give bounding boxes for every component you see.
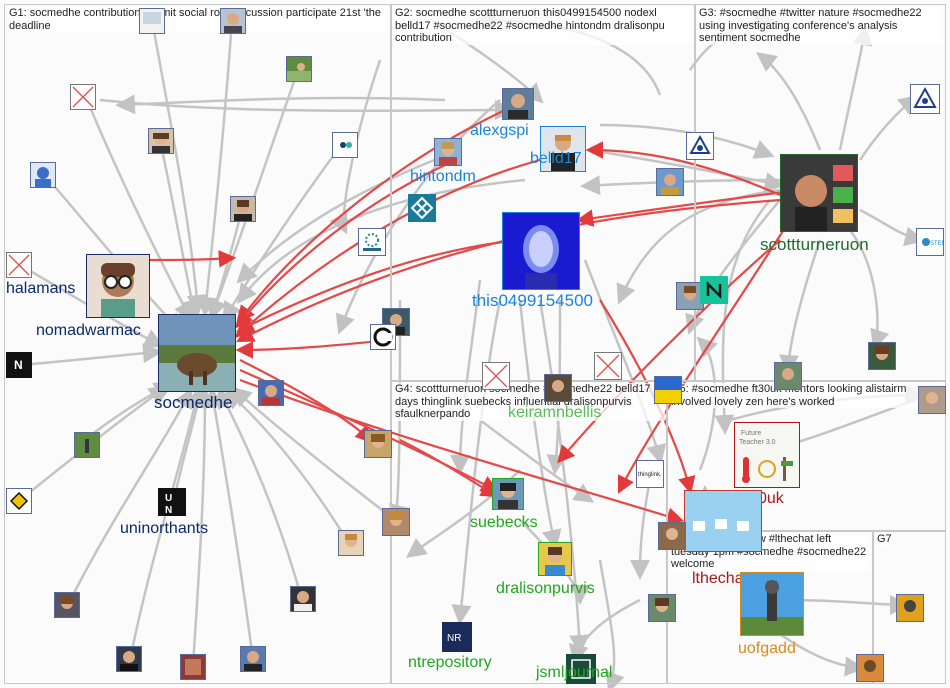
g1-node-sedn-logo[interactable]	[358, 228, 386, 256]
suebecks-avatar[interactable]	[492, 478, 524, 510]
g1-node-avatar-6[interactable]	[230, 196, 256, 222]
group-panel-g5: G5: #socmedhe ft30uk mentors looking ali…	[666, 380, 946, 532]
g1-node-yellow-logo[interactable]	[6, 488, 32, 514]
group-panel-g1: G1: socmedhe contribution submit social …	[4, 4, 392, 684]
g6-node-avatar-1[interactable]	[658, 522, 686, 550]
halamans-label: halamans	[6, 280, 76, 297]
jsmljournal-logo[interactable]	[566, 654, 596, 684]
g2-node-avatar-1[interactable]	[656, 168, 684, 196]
g1-node-avatar-3[interactable]	[220, 8, 246, 34]
alexgspi-avatar[interactable]	[502, 88, 534, 120]
hintondm-avatar[interactable]	[434, 138, 462, 166]
socmedhe-label: socmedhe	[154, 393, 233, 412]
g1-node-avatar-12[interactable]	[290, 586, 316, 612]
g1-node-avatar-2[interactable]	[148, 128, 174, 154]
uofgadd-label: uofgadd	[738, 640, 796, 657]
g7-node-avatar-2[interactable]	[856, 654, 884, 682]
this0499154500-label: this0499154500	[472, 291, 594, 310]
jsmljournal-label: jsmljournal	[536, 664, 613, 681]
keiramnbellis-avatar[interactable]	[544, 374, 572, 402]
g2-node-n-logo[interactable]	[700, 276, 728, 304]
svg-text:Teacher 3.0: Teacher 3.0	[739, 439, 776, 446]
g4-node-avatar-1[interactable]	[364, 430, 392, 458]
nomadwarmac-avatar[interactable]	[86, 254, 150, 318]
svg-text:NR: NR	[447, 633, 461, 644]
g3-node-stem-logo[interactable]: STEM	[916, 228, 944, 256]
scottturneruon-avatar[interactable]	[780, 154, 858, 232]
g1-node-avatar-10[interactable]	[338, 530, 364, 556]
svg-text:STEM: STEM	[930, 241, 943, 247]
group-title-g5: G5: #socmedhe ft30uk mentors looking ali…	[671, 383, 943, 408]
g4-node-flag[interactable]	[654, 376, 682, 404]
group-panel-g3: G3: #socmedhe #twitter nature #socmedhe2…	[694, 4, 946, 382]
uofgadd-avatar[interactable]	[740, 572, 804, 636]
g1-node-avatar-1[interactable]	[30, 162, 56, 188]
uninorthants-label: uninorthants	[120, 520, 209, 537]
belld17-label: belld17	[530, 150, 582, 167]
g1-node-avatar-15[interactable]	[240, 646, 266, 672]
g3-node-tri-logo-1[interactable]	[686, 132, 714, 160]
svg-text:U: U	[165, 493, 172, 504]
g4-node-placeholder-1[interactable]	[482, 362, 510, 390]
g5-node-avatar-1[interactable]	[918, 386, 946, 414]
g1-node-avatar-13[interactable]	[116, 646, 142, 672]
group-title-g1: G1: socmedhe contribution submit social …	[9, 7, 389, 32]
nomadwarmac-label: nomadwarmac	[36, 322, 141, 339]
suebecks-label: suebecks	[470, 514, 538, 531]
this0499154500-avatar[interactable]	[502, 212, 580, 290]
g1-node-notable-logo[interactable]: N	[6, 352, 32, 378]
belld17-avatar[interactable]	[540, 126, 586, 172]
alexgspi-label: alexgspi	[470, 122, 529, 139]
g1-node-avatar-8[interactable]	[258, 380, 284, 406]
thinglink-logo[interactable]: thinglink.	[636, 460, 664, 488]
group-title-g7: G7	[877, 533, 892, 546]
keiramnbellis-label: keiramnbellis	[508, 404, 602, 421]
group-panel-g7: G7	[872, 530, 946, 684]
g1-node-c-logo[interactable]	[370, 324, 396, 350]
halamans-avatar[interactable]	[6, 252, 32, 278]
group-panel-g4: G4: scottturneruon socmedhe #socmedhe22 …	[390, 380, 668, 684]
g2-node-avatar-2[interactable]	[676, 282, 704, 310]
g2-node-teal-logo[interactable]	[408, 194, 436, 222]
svg-text:Future: Future	[741, 430, 761, 437]
g1-node-dots-logo[interactable]	[332, 132, 358, 158]
red-edges	[149, 109, 801, 525]
ntrepository-logo[interactable]: NR	[442, 622, 472, 652]
socmedhe-avatar[interactable]	[158, 314, 236, 392]
ntrepository-label: ntrepository	[408, 654, 492, 671]
g4-node-placeholder-2[interactable]	[594, 352, 622, 380]
group-title-g2: G2: socmedhe scottturneruon this04991545…	[395, 7, 693, 45]
g1-node-avatar-5[interactable]	[286, 56, 312, 82]
g3-node-avatar-2[interactable]	[774, 362, 802, 390]
scottturneruon-label: scottturneruon	[760, 235, 869, 254]
hintondm-label: hintondm	[410, 168, 476, 185]
svg-text:N: N	[14, 358, 23, 372]
g4-node-avatar-3[interactable]	[648, 594, 676, 622]
svg-text:thinglink.: thinglink.	[638, 472, 662, 478]
gray-edges	[19, 10, 925, 688]
dralisonpurvis-label: dralisonpurvis	[496, 580, 595, 597]
g1-node-avatar-11[interactable]	[54, 592, 80, 618]
g3-node-avatar-1[interactable]	[868, 342, 896, 370]
g1-node-avatar-14[interactable]	[180, 654, 206, 680]
ft30uk-label: 0uk	[758, 490, 784, 507]
g1-node-placeholder-top[interactable]	[70, 84, 96, 110]
g7-node-avatar-1[interactable]	[896, 594, 924, 622]
group-panel-g2: G2: socmedhe scottturneruon this04991545…	[390, 4, 696, 382]
group-title-g3: G3: #socmedhe #twitter nature #socmedhe2…	[699, 7, 943, 45]
lthechat-label: lthechat	[692, 570, 749, 587]
dralisonpurvis-avatar[interactable]	[538, 542, 572, 576]
group-title-g4: G4: scottturneruon socmedhe #socmedhe22 …	[395, 383, 665, 421]
lthechat-avatar[interactable]	[684, 490, 762, 552]
g1-node-avatar-4[interactable]	[139, 8, 165, 34]
g1-node-avatar-9[interactable]	[74, 432, 100, 458]
g4-node-avatar-2[interactable]	[382, 508, 410, 536]
svg-text:N: N	[165, 505, 172, 516]
g3-node-tri-logo-2[interactable]	[910, 84, 940, 114]
